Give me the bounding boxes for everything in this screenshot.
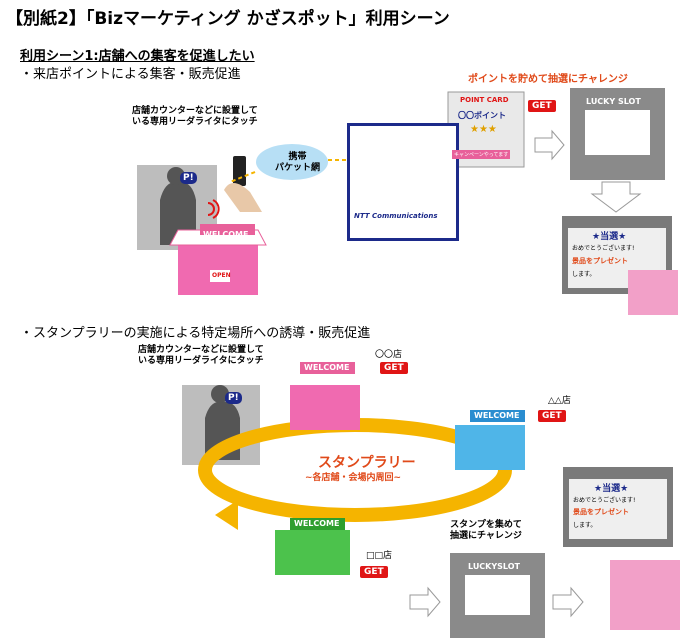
gift-icon <box>628 270 678 315</box>
welcome-sign: WELCOME <box>474 411 520 420</box>
page-title: 【別紙2】「Bizマーケティング かざスポット」利用シーン <box>6 9 450 29</box>
scene1-heading: 利用シーン1:店舗への集客を促進したい <box>20 49 255 64</box>
touch-note: 店舗カウンターなどに設置して いる専用リーダライタにタッチ <box>132 106 258 127</box>
win-line1: おめでとうございます! <box>573 497 636 504</box>
get-badge: GET <box>528 100 556 112</box>
point-card-title: POINT CARD <box>460 96 509 104</box>
store2-label: △△店 <box>548 396 571 406</box>
scene1-subheading: ・来店ポイントによる集客・販売促進 <box>20 67 241 82</box>
point-card-campaign: キャンペーンやってます <box>452 150 511 159</box>
welcome-sign: WELCOME <box>203 230 249 239</box>
cloud-icon <box>256 144 328 180</box>
welcome-sign: WELCOME <box>304 363 350 372</box>
store1-label: 〇〇店 <box>375 350 403 360</box>
point-card-points: 〇〇ポイント <box>458 111 506 120</box>
ntt-frame <box>347 123 459 241</box>
shop-icon <box>290 385 360 430</box>
shop-icon <box>275 530 350 575</box>
p-bubble: P! <box>180 172 197 184</box>
slot-label: LUCKYSLOT <box>468 562 521 571</box>
touch-note: 店舗カウンターなどに設置して いる専用リーダライタにタッチ <box>138 345 264 366</box>
store3-label: □□店 <box>366 551 393 561</box>
slot-label: LUCKY SLOT <box>586 97 641 106</box>
get-badge: GET <box>360 566 388 578</box>
p-bubble: P! <box>225 392 242 404</box>
win-title: ★当選★ <box>594 484 629 494</box>
challenge-caption: ポイントを貯めて抽選にチャレンジ <box>468 74 628 85</box>
rally-sub: ~各店舗・会場内周回~ <box>305 473 402 483</box>
welcome-sign: WELCOME <box>294 519 340 528</box>
phone-icon <box>233 156 246 186</box>
gift-icon <box>610 560 680 630</box>
server-label: かざスポット ポイントサイト <box>368 156 432 177</box>
get-badge: GET <box>380 362 408 374</box>
win-line2: 景品をプレゼント <box>572 257 628 265</box>
open-sign: OPEN <box>212 272 231 279</box>
scene2-subheading: ・スタンプラリーの実施による特定場所への誘導・販売促進 <box>20 326 371 341</box>
arrow-right-icon <box>552 586 584 618</box>
win-title: ★当選★ <box>592 232 627 242</box>
arrow-right-icon <box>409 586 441 618</box>
rally-title: スタンプラリー <box>318 455 416 471</box>
collect-caption: スタンプを集めて 抽選にチャレンジ <box>450 520 522 541</box>
win-line3: します。 <box>573 522 597 529</box>
ntt-logo: NTT Communications <box>354 212 438 220</box>
arrow-down-icon <box>590 181 642 213</box>
win-line3: します。 <box>572 271 596 278</box>
get-badge: GET <box>538 410 566 422</box>
win-line2: 景品をプレゼント <box>573 508 629 516</box>
shop-icon <box>455 425 525 470</box>
point-card-stars: ★★★ <box>470 124 497 135</box>
arrow-right-icon <box>534 129 565 161</box>
network-label: 携帯 パケット網 <box>275 152 321 173</box>
win-line1: おめでとうございます! <box>572 245 635 252</box>
